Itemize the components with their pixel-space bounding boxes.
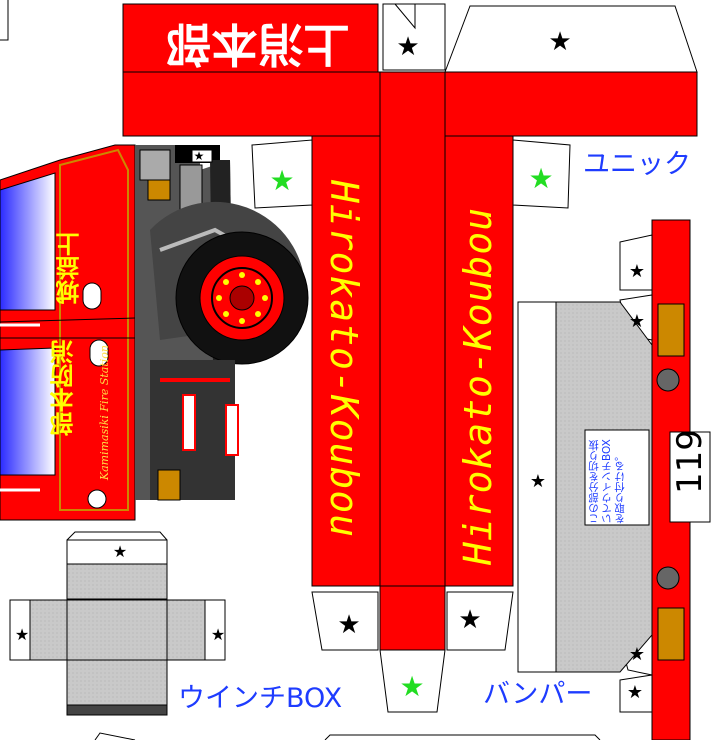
svg-text:★: ★ [194, 149, 205, 163]
plate-number: 119 [670, 429, 710, 494]
top-banner-text: 上消本部 [165, 17, 350, 71]
svg-text:★: ★ [629, 311, 645, 332]
svg-text:★: ★ [528, 162, 553, 195]
flap-bottom-right [446, 591, 514, 651]
center-strip [379, 71, 446, 593]
left-side-panel [311, 135, 381, 587]
winch-note: この部分を切り抜いてウインチBOXを取り付ける。 [588, 439, 626, 524]
unic-label: ユニック [583, 149, 691, 180]
right-side-panel [444, 135, 514, 587]
svg-text:★: ★ [629, 644, 645, 665]
brand-text-right: Hirokato-Koubou [456, 206, 500, 565]
cab-side [0, 144, 309, 521]
star-markers: ★ ★ ★ ★ ★ ★ ★ ★ ★ ★ ★ ★ ★ [15, 27, 645, 703]
svg-text:★: ★ [113, 542, 127, 561]
cab-station-text: Kamimasiki Fire Station [98, 345, 111, 481]
cab-vertical-text-2: 城益上 [56, 232, 84, 304]
svg-text:★: ★ [627, 682, 643, 703]
svg-text:★: ★ [269, 164, 294, 197]
green-star-markers: ★ ★ ★ [269, 162, 553, 703]
brand-text-left: Hirokato-Koubou [322, 180, 366, 539]
winch-box-label: ウインチBOX [178, 683, 343, 714]
flap-side-left [251, 139, 313, 209]
license-plate [669, 431, 711, 523]
flap-bottom-left [311, 591, 379, 651]
svg-text:★: ★ [15, 625, 29, 644]
flap-top-right [444, 5, 698, 73]
bumper-panel [517, 301, 653, 673]
svg-text:★: ★ [399, 670, 424, 703]
svg-text:★: ★ [458, 605, 481, 635]
flap-bottom-center [379, 649, 446, 713]
front-strip [651, 219, 711, 741]
svg-text:★: ★ [629, 261, 645, 282]
flap-top-left [382, 3, 446, 71]
cab-vertical-text: 部本防消 [50, 340, 78, 436]
winch-box-net [9, 531, 226, 716]
svg-text:★: ★ [548, 27, 571, 57]
svg-text:★: ★ [530, 471, 546, 492]
flap-side-right [512, 139, 571, 209]
bumper-label: バンパー [483, 679, 593, 710]
svg-text:★: ★ [337, 610, 360, 640]
svg-text:★: ★ [211, 625, 225, 644]
svg-text:★: ★ [396, 32, 419, 62]
